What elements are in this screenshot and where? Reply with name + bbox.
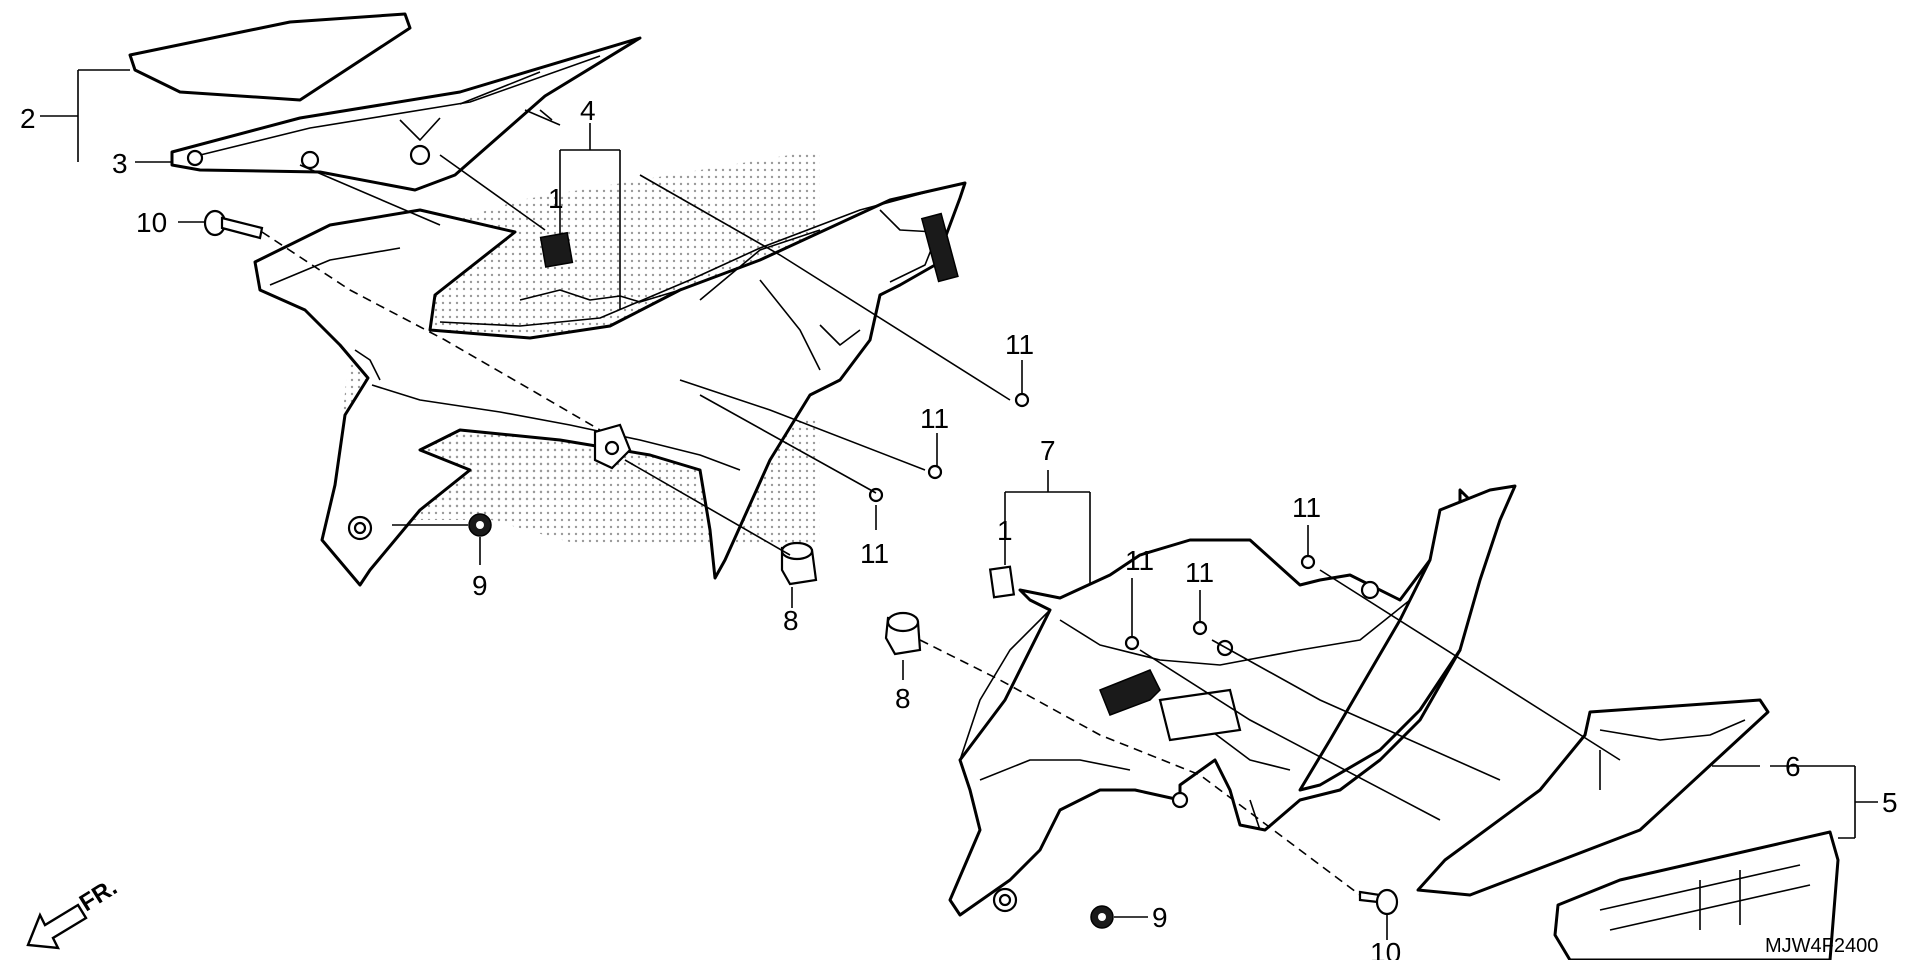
- callout-6: 6: [1785, 751, 1801, 782]
- part-1-pad-upper: [539, 231, 574, 268]
- callout-7: 7: [1040, 435, 1056, 466]
- callout-11-b: 11: [920, 403, 949, 434]
- callout-4: 4: [580, 95, 596, 126]
- callout-11-a: 11: [1005, 329, 1034, 360]
- part-1-pad-lower: [988, 565, 1016, 599]
- front-direction-marker: FR.: [26, 874, 122, 950]
- callout-11-c: 11: [860, 538, 889, 569]
- part-10-bolt-right: [1358, 888, 1399, 916]
- part-6-panel: [1416, 698, 1770, 897]
- callout-5: 5: [1882, 787, 1898, 818]
- part-9-grommet-right: [1090, 905, 1114, 929]
- part-8-collar-left: [780, 541, 818, 586]
- callout-labels: 2 3 4 1 10 11 11 11 9 8 7 1 8 11 11 11 9…: [20, 95, 1898, 960]
- callout-3: 3: [112, 148, 128, 179]
- callout-1-upper: 1: [548, 183, 564, 214]
- callout-11-d: 11: [1125, 545, 1154, 576]
- callout-10-right: 10: [1370, 937, 1401, 960]
- part-8-collar-right: [884, 611, 922, 656]
- front-arrow-icon: [26, 903, 88, 950]
- leader-lines: [40, 69, 1878, 940]
- part-2-top-sheet: [128, 12, 412, 102]
- part-10-bolt-left: [203, 209, 264, 240]
- callout-8-right: 8: [895, 683, 911, 714]
- callout-11-e: 11: [1185, 557, 1214, 588]
- left-side-cover: [253, 181, 967, 587]
- callout-1-lower: 1: [997, 515, 1013, 546]
- diagram-code: MJW4F2400: [1765, 935, 1878, 957]
- part-5-emblem-plate: [1553, 830, 1840, 960]
- right-side-cover: [948, 484, 1517, 917]
- callout-2: 2: [20, 103, 36, 134]
- callout-11-f: 11: [1292, 492, 1321, 523]
- callout-9-right: 9: [1152, 902, 1168, 933]
- callout-9-left: 9: [472, 570, 488, 601]
- callout-10-left: 10: [136, 207, 167, 238]
- callout-8-left: 8: [783, 605, 799, 636]
- part-3-garnish: [170, 36, 642, 192]
- part-9-grommet-left: [468, 513, 492, 537]
